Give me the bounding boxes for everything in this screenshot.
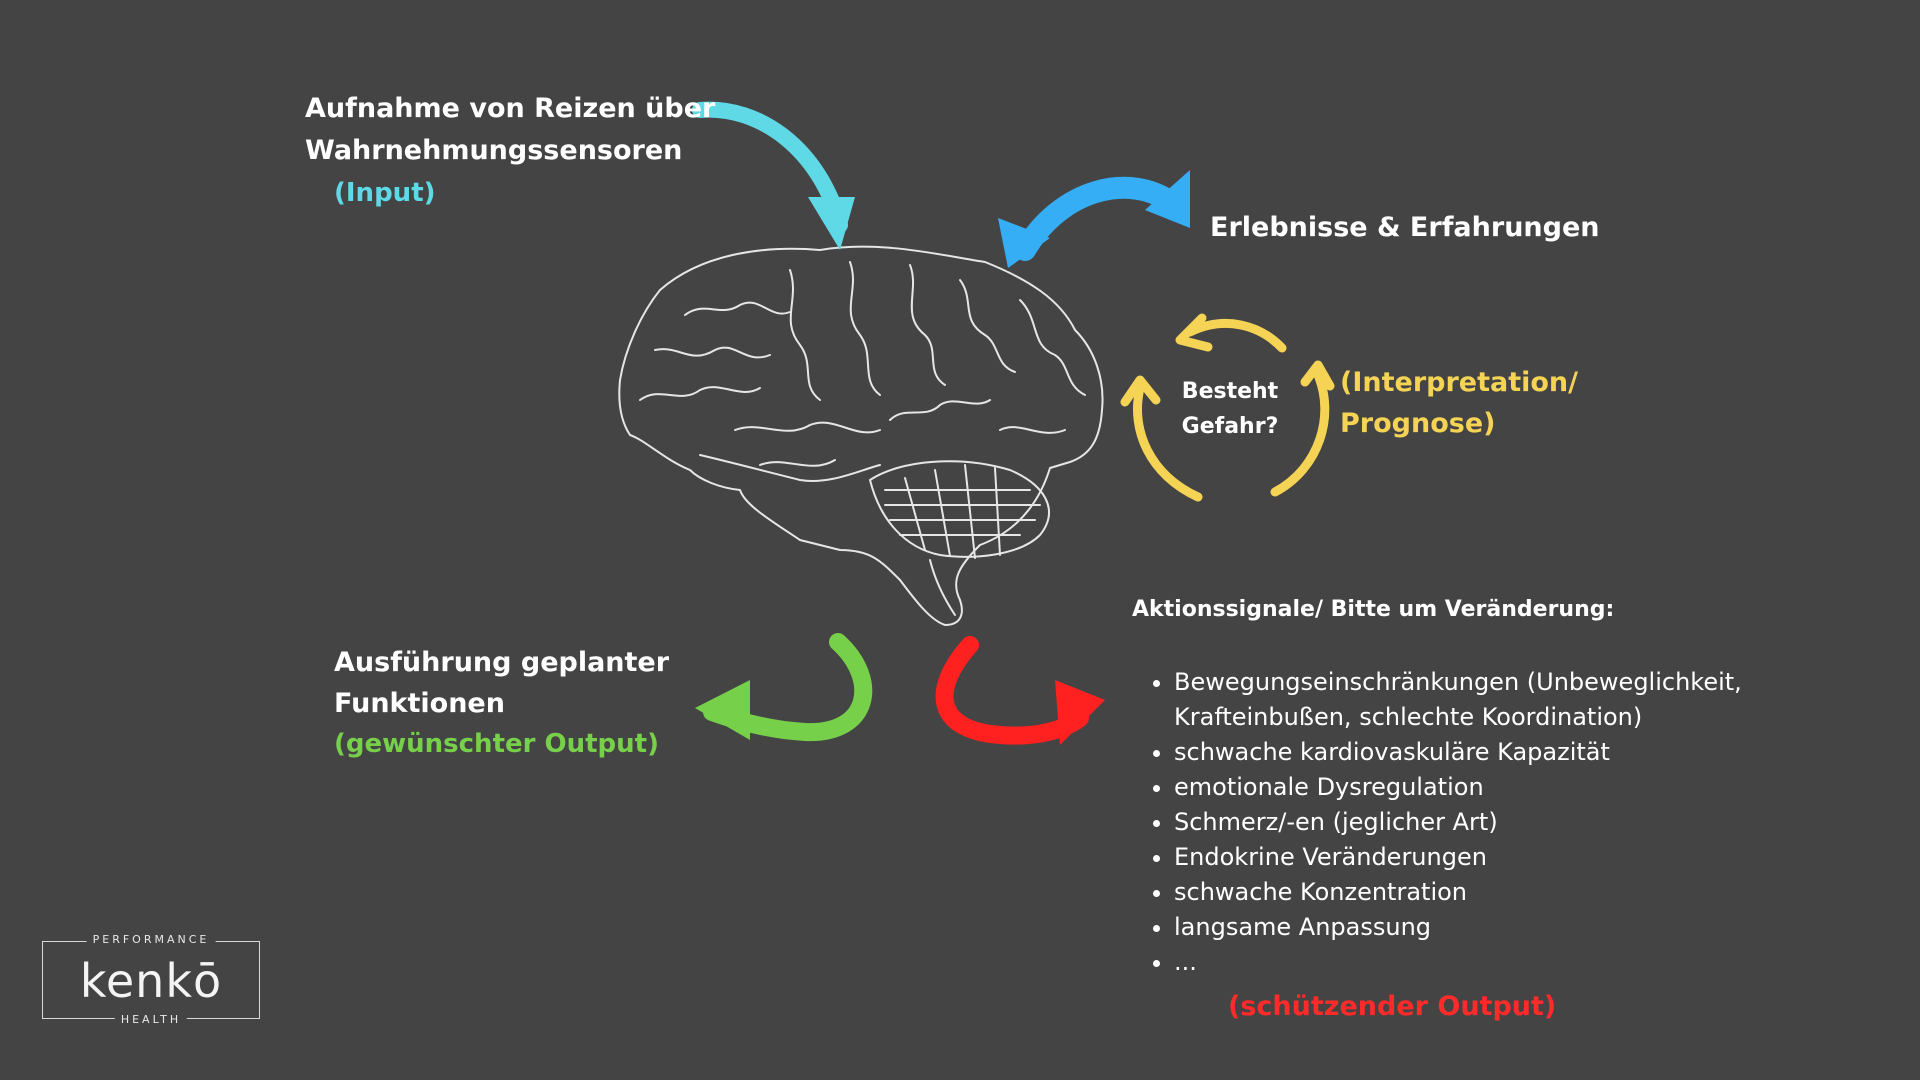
- list-item: Endokrine Veränderungen: [1174, 840, 1814, 875]
- protective-arrow-icon: [935, 636, 1105, 745]
- action-title: Aktionssignale/ Bitte um Veränderung:: [1132, 597, 1615, 622]
- list-item: emotionale Dysregulation: [1174, 770, 1814, 805]
- execution-title: Ausführung geplanter Funktionen: [334, 647, 670, 719]
- list-item: schwache Konzentration: [1174, 875, 1814, 910]
- list-item: schwache kardiovaskuläre Kapazität: [1174, 735, 1814, 770]
- experiences-title: Erlebnisse & Erfahrungen: [1210, 212, 1600, 243]
- logo-top-text: PERFORMANCE: [86, 933, 216, 946]
- logo-name: kenkō: [79, 954, 223, 1008]
- list-item: Bewegungseinschränkungen (Unbeweglichkei…: [1174, 665, 1814, 735]
- execution-arrow-icon: [695, 633, 873, 742]
- input-arrow-icon: [692, 101, 855, 250]
- danger-question: Besteht Gefahr?: [1181, 379, 1279, 439]
- experience-arrow-icon: [998, 170, 1190, 268]
- list-item: Schmerz/-en (jeglicher Art): [1174, 805, 1814, 840]
- logo-bottom-text: HEALTH: [114, 1013, 188, 1026]
- list-item: langsame Anpassung: [1174, 910, 1814, 945]
- input-title: Aufnahme von Reizen über Wahrnehmungssen…: [305, 93, 716, 166]
- logo: PERFORMANCE kenkō HEALTH: [42, 933, 260, 1026]
- execution-tag: (gewünschter Output): [334, 729, 659, 759]
- cycle-arrows-icon: [1120, 313, 1335, 502]
- action-list: Bewegungseinschränkungen (Unbeweglichkei…: [1152, 665, 1814, 980]
- interpretation-label: (Interpretation/ Prognose): [1340, 367, 1579, 439]
- list-item: ...: [1174, 945, 1814, 980]
- protective-tag: (schützender Output): [1228, 991, 1557, 1022]
- input-tag: (Input): [334, 178, 436, 208]
- brain-icon: [618, 245, 1104, 626]
